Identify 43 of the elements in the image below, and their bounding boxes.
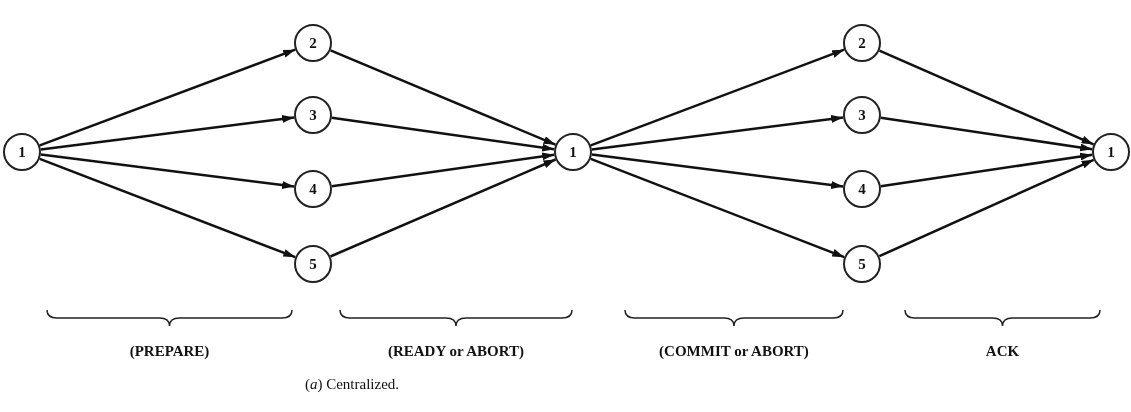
node-number: 2: [309, 34, 317, 52]
arrow: [40, 153, 295, 190]
node-circle: [3, 133, 41, 171]
arrow: [878, 49, 1095, 146]
node-circle: [843, 24, 881, 62]
arrow: [39, 48, 296, 147]
arrow: [878, 158, 1095, 258]
node-number: 4: [858, 180, 866, 198]
node-circle: [554, 133, 592, 171]
phase-label: (PREPARE): [129, 343, 210, 360]
arrow: [591, 153, 844, 190]
phase-label: (READY or ABORT): [387, 343, 525, 360]
phase-label: (COMMIT or ABORT): [659, 343, 809, 360]
node-number: 1: [569, 143, 577, 161]
arrow: [40, 114, 295, 151]
node-number: 5: [858, 255, 866, 273]
arrow: [880, 116, 1093, 152]
phase-label: ACK: [985, 343, 1020, 360]
caption: (a) Centralized.: [304, 376, 400, 393]
arrow: [591, 114, 844, 151]
arrow: [331, 152, 555, 188]
arrow: [880, 152, 1093, 188]
node-circle: [843, 245, 881, 283]
node-circle: [294, 96, 332, 134]
node-circle: [1092, 133, 1130, 171]
node-circle: [843, 96, 881, 134]
arrow: [590, 157, 845, 259]
arrow: [590, 48, 845, 147]
node-number: 3: [858, 106, 866, 124]
arrow: [329, 158, 557, 258]
node-number: 5: [309, 255, 317, 273]
node-number: 1: [18, 143, 26, 161]
arrow: [330, 49, 556, 146]
node-circle: [294, 24, 332, 62]
node-circle: [294, 245, 332, 283]
node-number: 2: [858, 34, 866, 52]
node-number: 1: [1107, 143, 1115, 161]
arrow: [331, 116, 555, 152]
arrow: [39, 157, 296, 259]
node-circle: [294, 170, 332, 208]
node-number: 4: [309, 180, 317, 198]
node-circle: [843, 170, 881, 208]
node-number: 3: [309, 106, 317, 124]
